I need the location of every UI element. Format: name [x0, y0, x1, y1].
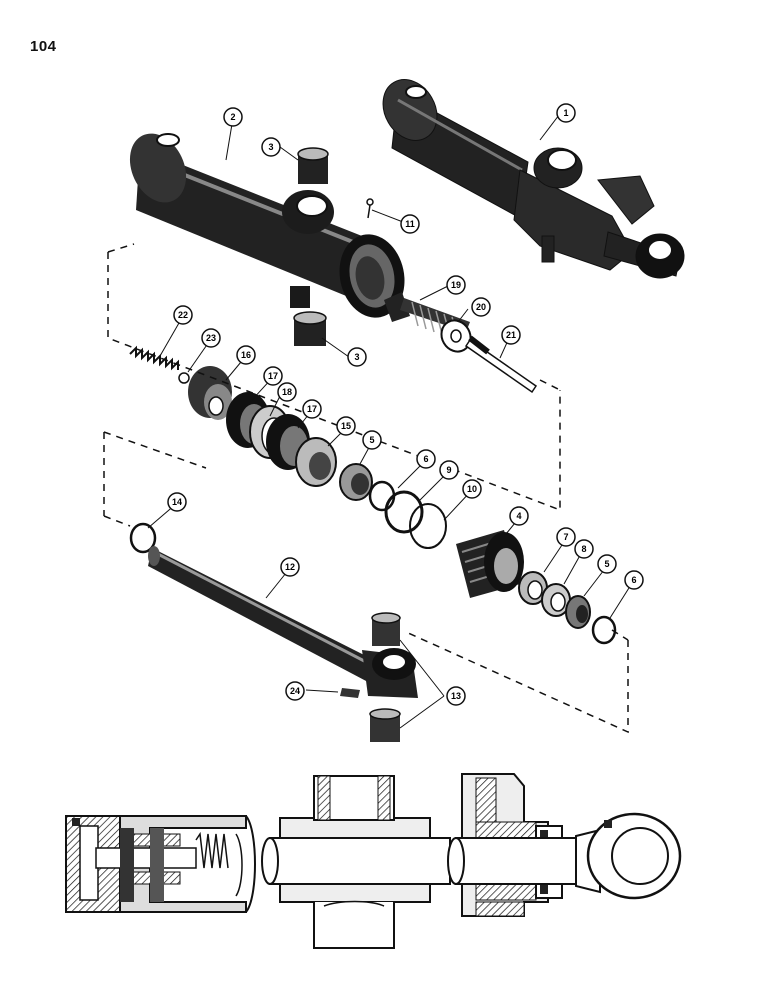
svg-text:19: 19	[451, 280, 461, 290]
callout-19: 19	[446, 275, 466, 295]
callout-7: 7	[556, 527, 576, 547]
callout-18: 18	[277, 382, 297, 402]
callout-5b: 5	[597, 554, 617, 574]
svg-text:17: 17	[268, 371, 278, 381]
svg-text:1: 1	[563, 108, 568, 118]
svg-text:13: 13	[451, 691, 461, 701]
piston-rod	[148, 546, 418, 698]
callout-17b: 17	[302, 399, 322, 419]
o-ring-lower	[591, 615, 617, 645]
svg-text:6: 6	[631, 575, 636, 585]
cutaway-rod-end	[447, 773, 682, 917]
callout-5a: 5	[362, 430, 382, 450]
svg-text:7: 7	[563, 532, 568, 542]
callout-16: 16	[236, 345, 256, 365]
callout-17a: 17	[263, 366, 283, 386]
svg-text:5: 5	[369, 435, 374, 445]
callout-8: 8	[574, 539, 594, 559]
svg-text:15: 15	[341, 421, 351, 431]
backup-ring-9	[384, 490, 424, 534]
callout-23: 23	[201, 328, 221, 348]
callout-9: 9	[439, 460, 459, 480]
svg-text:8: 8	[581, 544, 586, 554]
svg-text:24: 24	[290, 686, 300, 696]
svg-text:4: 4	[516, 511, 521, 521]
wear-bushing-lower	[565, 595, 591, 629]
check-valve-pin	[464, 335, 538, 394]
o-ring-10	[409, 503, 447, 549]
callout-21: 21	[501, 325, 521, 345]
svg-text:21: 21	[506, 330, 516, 340]
wear-bushing-upper	[339, 463, 373, 501]
callout-14: 14	[167, 492, 187, 512]
svg-text:18: 18	[282, 387, 292, 397]
callout-11: 11	[400, 214, 420, 234]
cutaway-trunnion	[261, 775, 451, 949]
callout-15: 15	[336, 416, 356, 436]
svg-text:2: 2	[230, 112, 235, 122]
svg-text:9: 9	[446, 465, 451, 475]
svg-text:3: 3	[354, 352, 359, 362]
grease-fitting-barrel	[366, 198, 374, 219]
callout-10: 10	[462, 479, 482, 499]
callout-24: 24	[285, 681, 305, 701]
svg-text:5: 5	[604, 559, 609, 569]
callout-6b: 6	[624, 570, 644, 590]
svg-text:22: 22	[178, 310, 188, 320]
page-number: 104	[30, 38, 57, 55]
svg-text:10: 10	[467, 484, 477, 494]
lower-group-dashes	[103, 431, 629, 734]
pivot-bushing-lower	[293, 311, 327, 346]
callout-12: 12	[280, 557, 300, 577]
svg-text:3: 3	[268, 142, 273, 152]
svg-text:6: 6	[423, 454, 428, 464]
callout-13: 13	[446, 686, 466, 706]
pivot-bushing-upper	[297, 147, 329, 184]
cutaway-head-end	[65, 815, 256, 913]
callout-22: 22	[173, 305, 193, 325]
rod-washer	[129, 522, 157, 554]
callout-2: 2	[223, 107, 243, 127]
cutaway-assembly	[65, 773, 682, 949]
piston-nut	[295, 437, 337, 487]
piston-head	[188, 366, 232, 420]
check-ball	[178, 372, 190, 384]
rod-end-bushing-lower	[369, 708, 401, 742]
valve-spring	[129, 345, 179, 371]
upper-group-dashes	[107, 252, 561, 512]
svg-text:23: 23	[206, 333, 216, 343]
callout-1: 1	[556, 103, 576, 123]
rod-end-bushing-upper	[371, 612, 401, 646]
o-ring-upper	[368, 480, 396, 512]
svg-text:17: 17	[307, 404, 317, 414]
callout-3b: 3	[347, 347, 367, 367]
svg-text:20: 20	[476, 302, 486, 312]
callouts: 1 2 3 3 4 5 5 6 6 7 8 9 10 11 12 13 14 1…	[167, 103, 644, 706]
callout-3a: 3	[261, 137, 281, 157]
assembled-cylinder	[382, 79, 685, 279]
svg-text:14: 14	[172, 497, 182, 507]
valve-washer	[440, 319, 472, 353]
svg-text:11: 11	[405, 219, 415, 229]
callout-6a: 6	[416, 449, 436, 469]
callout-4: 4	[509, 506, 529, 526]
cylinder-barrel	[129, 133, 405, 318]
svg-text:12: 12	[285, 562, 295, 572]
svg-text:16: 16	[241, 350, 251, 360]
rod-guide-gland	[456, 530, 524, 598]
grease-fitting-rod	[305, 688, 360, 698]
callout-20: 20	[471, 297, 491, 317]
